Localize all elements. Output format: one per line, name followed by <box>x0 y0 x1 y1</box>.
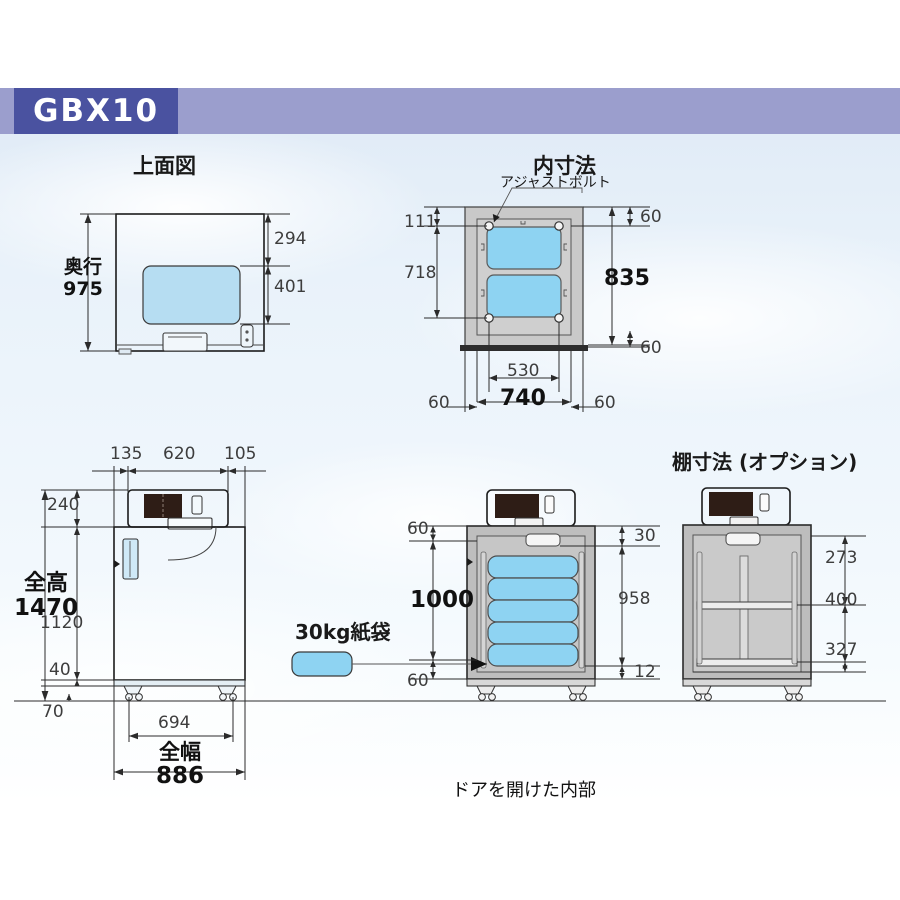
front-dim-620: 620 <box>163 444 196 464</box>
front-height-label: 全高 <box>23 571 68 596</box>
front-dim-70: 70 <box>42 702 64 722</box>
shelf-dim-327: 327 <box>825 640 858 660</box>
inner-dim-718: 718 <box>404 263 437 283</box>
inner-dim-835: 835 <box>604 266 650 291</box>
shelf-dim-273: 273 <box>825 548 858 568</box>
front-dim-1120: 1120 <box>40 613 84 633</box>
front-width-label: 全幅 <box>159 740 201 764</box>
front-dim-40: 40 <box>49 660 71 680</box>
top-depth-value: 975 <box>63 278 103 300</box>
top-depth-label: 奥行 <box>63 256 102 278</box>
open-dim-12: 12 <box>634 662 656 682</box>
inner-dim-111: 111 <box>404 212 437 232</box>
header-model-block <box>14 88 178 134</box>
open-dim-60-bottom: 60 <box>407 671 429 691</box>
front-dim-105: 105 <box>224 444 257 464</box>
model-name: GBX10 <box>32 93 160 129</box>
front-dim-240: 240 <box>47 495 80 515</box>
open-dim-60-top: 60 <box>407 519 429 539</box>
front-dim-694: 694 <box>158 713 191 733</box>
bag-label: 30kg紙袋 <box>295 620 391 644</box>
inner-dim-60-right: 60 <box>594 393 616 413</box>
open-dim-958: 958 <box>618 589 651 609</box>
open-dim-1000: 1000 <box>410 587 475 613</box>
shelf-view-title: 棚寸法 (オプション) <box>672 450 858 474</box>
top-view-title: 上面図 <box>133 154 196 178</box>
adjust-bolt-callout: アジャストボルト <box>500 175 611 191</box>
open-dim-30: 30 <box>634 526 656 546</box>
inner-dim-60-left: 60 <box>428 393 450 413</box>
open-view-caption: ドアを開けた内部 <box>452 780 596 801</box>
inner-view-title: 内寸法 <box>533 154 596 178</box>
inner-dim-60-bottom: 60 <box>640 338 662 358</box>
shelf-dim-400: 400 <box>825 590 858 610</box>
front-width-value: 886 <box>155 763 204 789</box>
top-dim-294: 294 <box>274 229 307 249</box>
inner-dim-60-top: 60 <box>640 207 662 227</box>
inner-dim-740: 740 <box>500 386 546 411</box>
front-height-value: 1470 <box>13 595 78 621</box>
background-fade <box>0 760 900 900</box>
top-dim-401: 401 <box>274 277 307 297</box>
front-dim-135: 135 <box>110 444 143 464</box>
inner-dim-530: 530 <box>507 361 540 381</box>
